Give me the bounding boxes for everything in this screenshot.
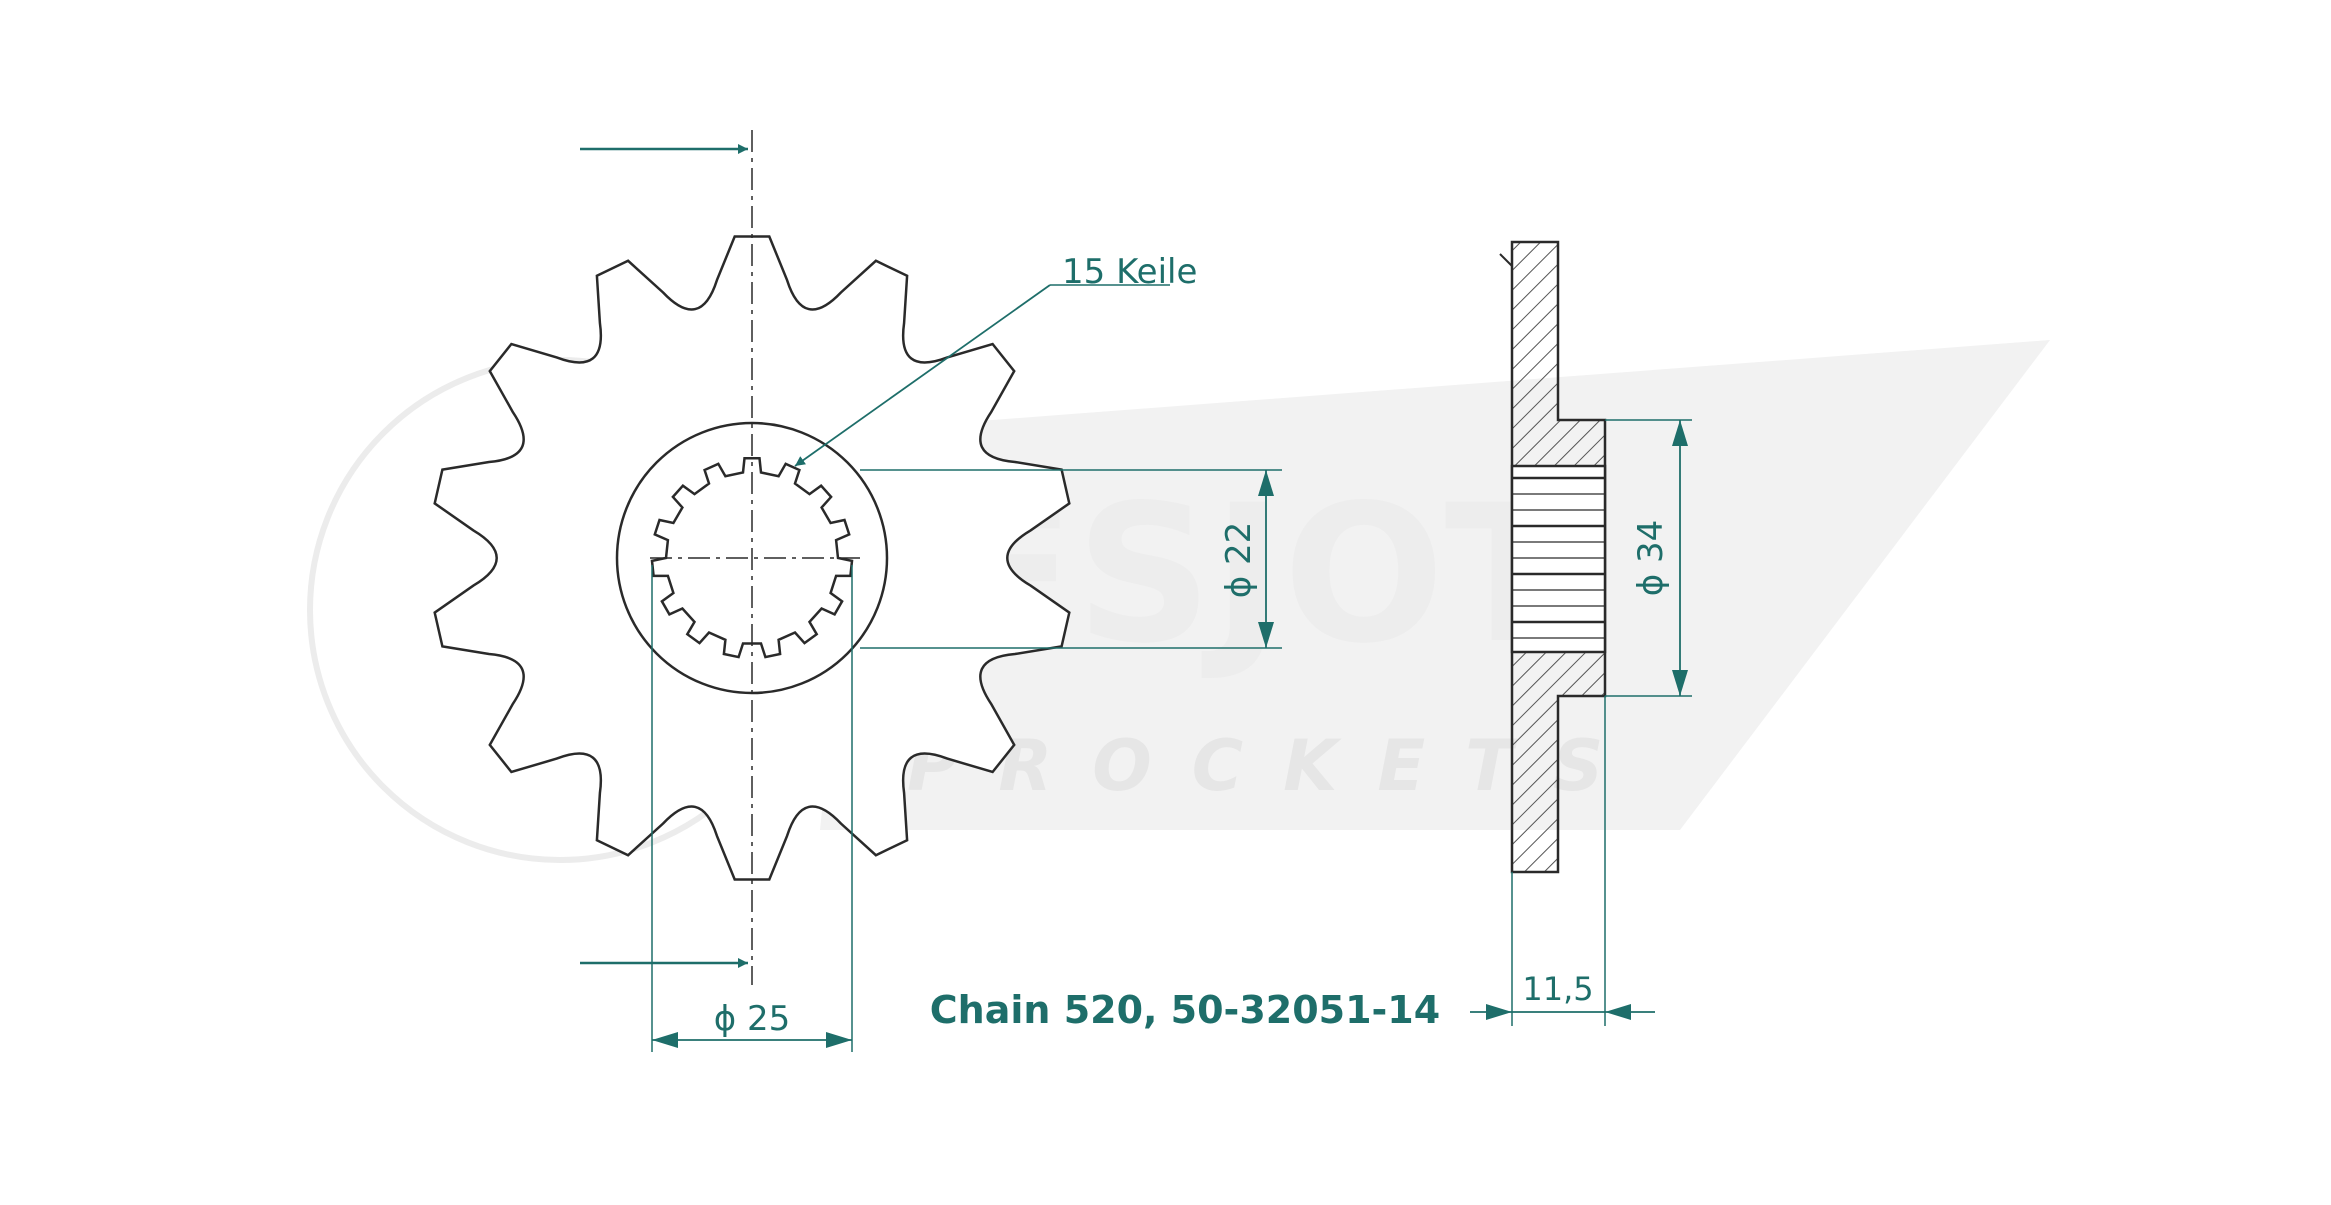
bore-arrow-right (826, 1032, 852, 1048)
thickness-dimension: 11,5 (1470, 696, 1655, 1026)
section-arrows (580, 144, 748, 968)
bore-diameter-dimension: ϕ 25 (651, 565, 853, 1052)
side-diameter-label: ϕ 34 (1631, 520, 1671, 597)
part-title: Chain 520, 50-32051-14 (930, 988, 1440, 1032)
side-view-spline-lines (1512, 476, 1605, 639)
side-view-chamfer-top (1499, 253, 1513, 267)
hub-diameter-label: ϕ 22 (1219, 522, 1259, 599)
bore-diameter-label: ϕ 25 (714, 999, 791, 1039)
thickness-arrow-right (1605, 1004, 1631, 1020)
hub-diameter-dimension: ϕ 22 (860, 469, 1282, 649)
bore-arrow-left (652, 1032, 678, 1048)
side-arrow-bottom (1672, 670, 1688, 696)
splines-label: 15 Keile (1062, 252, 1197, 292)
hub-arrow-bottom (1258, 622, 1274, 648)
sprocket-side-view (1499, 240, 1607, 874)
hub-arrow-top (1258, 470, 1274, 496)
thickness-arrow-left (1486, 1004, 1512, 1020)
thickness-label: 11,5 (1522, 970, 1593, 1008)
side-diameter-dimension: ϕ 34 (1605, 419, 1692, 697)
splines-callout: 15 Keile (794, 252, 1197, 467)
side-arrow-top (1672, 420, 1688, 446)
splines-leader-line (794, 284, 1051, 467)
sprocket-front-view (433, 130, 1071, 985)
watermark-banner (820, 340, 2050, 830)
